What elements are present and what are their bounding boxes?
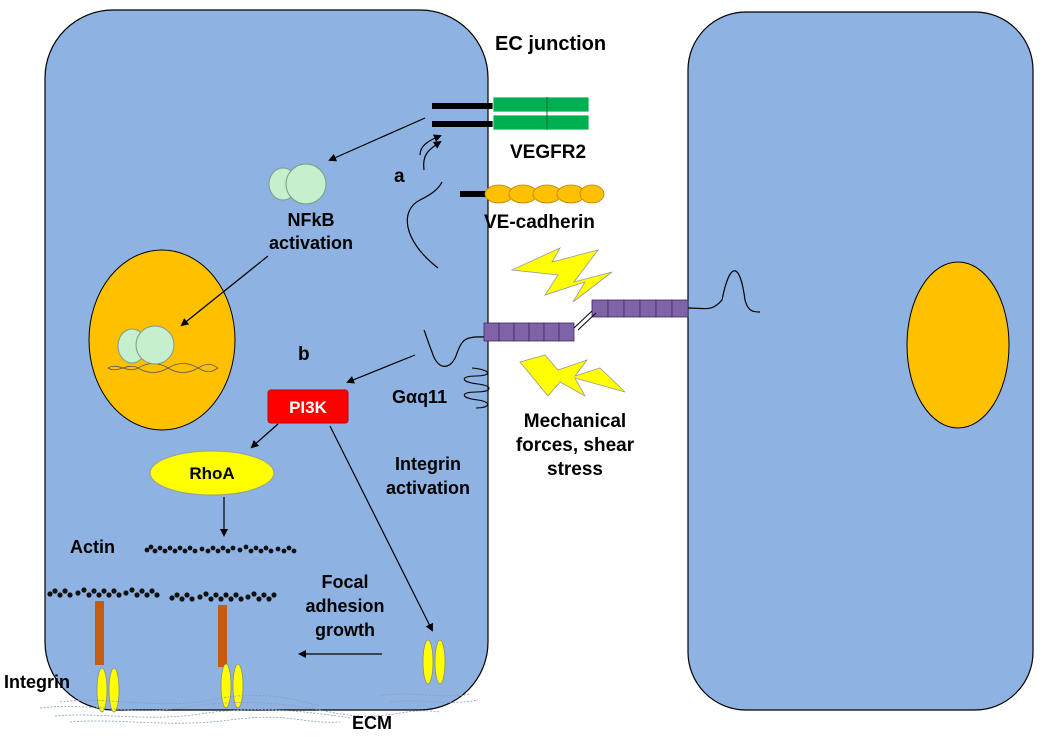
- vegfr2-receptor: [432, 96, 590, 131]
- galpha-wave: [423, 329, 485, 367]
- arrow-vegfr2-to-nfkb: [328, 117, 426, 162]
- arrow-nfkb-to-nucleus: [180, 255, 269, 327]
- rhoa-ellipse: [149, 450, 275, 496]
- ecm-fibers: [39, 693, 479, 724]
- actin-filament: [144, 544, 297, 554]
- signal-wave-a: [406, 181, 443, 269]
- actin-filament: [169, 591, 277, 602]
- lightning-bolt-icon: [519, 354, 626, 398]
- focal-adhesion-stalk: [95, 601, 104, 665]
- integrin-activation-line1: Integrin: [395, 454, 461, 474]
- integrin-label: Integrin: [4, 672, 70, 692]
- ec-junction-label: EC junction: [495, 33, 606, 55]
- mechanical-forces-line2: forces, shear: [516, 435, 635, 456]
- ecm-label: ECM: [352, 713, 392, 733]
- signal-wave-a-upper: [423, 140, 442, 171]
- mechanical-forces-line1: Mechanical: [524, 411, 626, 432]
- pecam-linker: [573, 310, 597, 331]
- label-b: b: [298, 344, 310, 365]
- focal-adhesion-line1: Focal: [321, 572, 368, 592]
- lightning-bolt-icon: [510, 247, 613, 303]
- integrin-activation-line2: activation: [386, 478, 470, 498]
- nfkb-label-line2: activation: [269, 233, 353, 253]
- pi3k-label: PI3K: [289, 398, 328, 417]
- pecam-chain-right: [591, 299, 689, 318]
- rhoa-label: RhoA: [189, 464, 234, 483]
- ve-cadherin-protein: [460, 184, 605, 204]
- mechanical-forces-line3: stress: [547, 459, 603, 480]
- vegfr2-label: VEGFR2: [510, 142, 586, 163]
- label-a: a: [394, 166, 405, 187]
- right-endothelial-cell: [687, 11, 1034, 711]
- integrin-pair: [422, 639, 446, 685]
- actin-label: Actin: [70, 537, 115, 557]
- galpha-coil: [463, 367, 490, 409]
- nfkb-complex: [268, 163, 327, 205]
- actin-filament: [47, 587, 160, 598]
- arrow-to-vegfr2: [419, 134, 442, 156]
- galphaq-label: Gαq11: [392, 387, 447, 407]
- arrow-galpha-to-pi3k: [346, 354, 416, 384]
- ve-cadherin-label: VE-cadherin: [484, 212, 595, 233]
- right-nucleus: [906, 261, 1010, 429]
- dna-strand: [107, 363, 219, 373]
- arrow-pi3k-to-rhoa: [250, 423, 279, 449]
- arrow-pi3k-to-integrin: [329, 425, 433, 632]
- pecam-right-tail: [687, 270, 761, 313]
- pecam-chain-left: [483, 322, 575, 342]
- pi3k-box: [267, 389, 349, 424]
- nfkb-label-line1: NFkB: [287, 210, 334, 230]
- focal-adhesion-line3: growth: [315, 620, 375, 640]
- focal-adhesion-line2: adhesion: [305, 596, 384, 616]
- nfkb-nuclear-complex: [117, 325, 175, 365]
- focal-adhesion-stalk: [218, 605, 227, 667]
